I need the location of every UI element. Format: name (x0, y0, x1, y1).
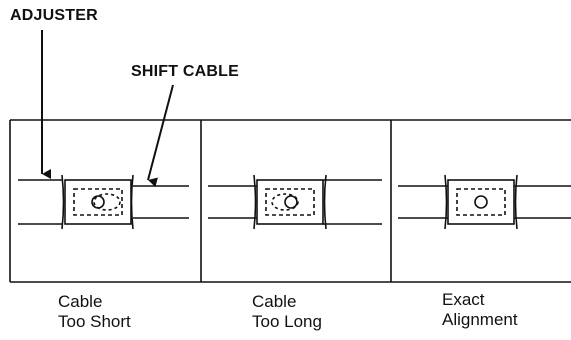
alignment-mark (284, 195, 298, 209)
shift-cable-label: SHIFT CABLE (131, 63, 239, 80)
adjuster-label: ADJUSTER (10, 7, 98, 24)
caption-too-short: Cable Too Short (58, 292, 131, 332)
caption-line-2: Too Short (58, 312, 131, 331)
alignment-mark (91, 195, 105, 209)
adjuster-flange-left (253, 174, 257, 230)
caption-exact: Exact Alignment (442, 290, 518, 330)
adjuster-flange-left (61, 174, 65, 230)
caption-too-long: Cable Too Long (252, 292, 322, 332)
caption-line-1: Cable (252, 292, 297, 311)
inner-sleeve-dashed (73, 188, 123, 216)
caption-line-1: Cable (58, 292, 103, 311)
adjuster-flange-left (444, 174, 448, 230)
cable-end-dashed (271, 193, 299, 211)
caption-line-2: Alignment (442, 310, 518, 329)
adjuster-body (447, 179, 515, 225)
adjuster-flange-right (514, 174, 518, 230)
shift-cable-arrow (147, 84, 174, 188)
adjuster-body (256, 179, 324, 225)
inner-sleeve-dashed (265, 188, 315, 216)
panel-too-long (208, 174, 382, 230)
alignment-mark (474, 195, 488, 209)
panel-too-short (18, 174, 189, 230)
adjuster-body (64, 179, 132, 225)
panel-exact (398, 174, 571, 230)
adjuster-flange-right (130, 174, 134, 230)
caption-line-1: Exact (442, 290, 485, 309)
caption-line-2: Too Long (252, 312, 322, 331)
panel-frame (9, 119, 571, 283)
inner-sleeve-dashed (456, 188, 506, 216)
cable-end-dashed (93, 193, 121, 211)
adjuster-flange-right (323, 174, 327, 230)
